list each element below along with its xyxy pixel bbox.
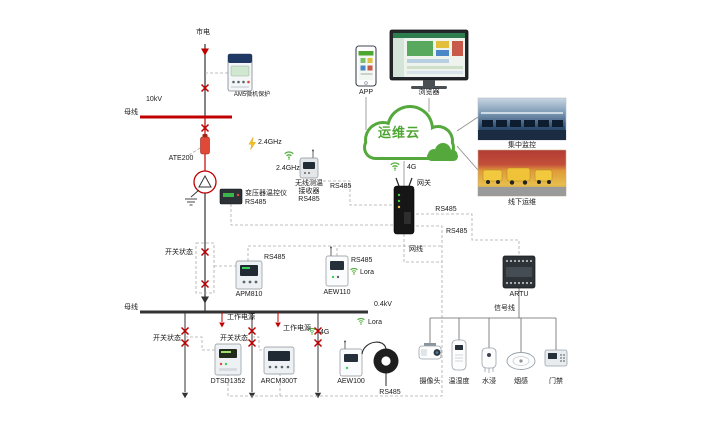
aew110-label: AEW110 — [323, 289, 351, 296]
smoke-label: 烟感 — [514, 378, 528, 385]
small-cloud-icon — [427, 143, 458, 161]
door-label: 门禁 — [549, 378, 563, 385]
water-sensor — [481, 347, 497, 373]
transformer-ctrl-label: 变压器温控仪 — [245, 190, 287, 197]
rs485-a-label: RS485 — [435, 206, 457, 213]
gateway-label: 网关 — [417, 180, 431, 187]
lightning-icon — [248, 137, 256, 150]
dtsd1352-label: DTSD1352 — [210, 378, 246, 385]
rs485-bottom-label: RS485 — [379, 389, 401, 396]
dtsd1352-device — [214, 343, 242, 376]
work-power-2-label: 工作电源 — [283, 325, 311, 332]
arcm300t-label: ARCM300T — [260, 378, 298, 385]
relay-label: AM5微机保护 — [233, 92, 271, 98]
arcm300t-device — [263, 346, 295, 375]
wifi-icon — [356, 317, 366, 325]
aew110-lora-label: Lora — [360, 269, 375, 276]
rs485-b-label: RS485 — [446, 228, 468, 235]
current-transformer — [361, 341, 399, 386]
protection-relay-device — [227, 53, 253, 92]
transformer-ctrl-bus-label: RS485 — [245, 199, 267, 206]
browser-label: 浏览器 — [418, 89, 440, 96]
voltage-top-label: 10kV — [146, 96, 162, 103]
sensor-signal-lines — [429, 288, 557, 353]
ground-symbol — [185, 189, 200, 206]
receiver-label-2: 接收器 — [298, 188, 320, 195]
net-4g-label: 4G — [407, 164, 417, 171]
wifi-icon — [349, 267, 359, 275]
photo-monitor-label: 集中监控 — [508, 142, 536, 149]
photo-central-monitoring — [477, 97, 567, 141]
signal-line-label: 信号线 — [494, 305, 515, 312]
incoming-arrow-icon — [201, 48, 209, 56]
receiver-label-3: RS485 — [298, 196, 320, 203]
photo-ops-label: 线下运维 — [508, 199, 536, 206]
wifi-icon — [284, 151, 294, 160]
mains-label: 市电 — [196, 29, 210, 36]
aew110-device — [325, 246, 349, 287]
freq-label-2: 2.4GHz — [276, 165, 300, 172]
power-line-diagram — [140, 44, 368, 399]
wireless-temp-receiver-device — [299, 149, 319, 179]
busbar-bottom-label: 母线 — [124, 304, 138, 311]
apm810-label: APM810 — [235, 291, 263, 298]
receiver-label-1: 无线测温 — [295, 180, 323, 187]
aew100-label: AEW100 — [337, 378, 365, 385]
busbar-top-label: 母线 — [124, 109, 138, 116]
transformer-symbol — [193, 170, 217, 194]
apm810-bus-label: RS485 — [264, 254, 286, 261]
photo-field-ops — [477, 149, 567, 197]
cable-net-label: 网线 — [409, 246, 423, 253]
artu-label: ARTU — [509, 291, 529, 298]
receiver-bus-label: RS485 — [330, 183, 352, 190]
cloud-connectors — [365, 97, 479, 186]
camera-device — [418, 343, 442, 360]
artu-device — [502, 255, 536, 289]
smoke-detector — [506, 352, 536, 370]
camera-label: 摄像头 — [419, 378, 441, 385]
voltage-bottom-label: 0.4kV — [374, 301, 392, 308]
app-label: APP — [358, 89, 374, 96]
cloud-label: 运维云 — [377, 125, 421, 140]
ate200-label: ATE200 — [168, 155, 194, 162]
freq-label-1: 2.4GHz — [258, 139, 282, 146]
signal-dashed-lines — [185, 72, 520, 397]
aew100-device — [339, 340, 363, 377]
temp-humidity-sensor — [451, 339, 467, 371]
cloud-shape — [363, 105, 458, 161]
switch-status-mid-label: 开关状态 — [165, 249, 193, 256]
ate200-sensor — [200, 134, 210, 155]
work-power-1-label: 工作电源 — [227, 314, 255, 321]
switch-status-b2-label: 开关状态 — [220, 335, 248, 342]
lora-b-label: Lora — [368, 319, 383, 326]
apm810-device — [235, 260, 263, 290]
gateway-device — [393, 177, 415, 235]
aew110-bus-label: RS485 — [351, 257, 373, 264]
phone-device — [355, 45, 377, 87]
temp-humidity-label: 温湿度 — [448, 378, 470, 385]
wifi-icon — [390, 162, 400, 171]
water-label: 水浸 — [482, 378, 496, 385]
net-4g-b-label: 4G — [320, 329, 330, 336]
feeder-arrow-icon — [201, 296, 209, 304]
door-access-device — [544, 349, 568, 367]
switch-status-b1-label: 开关状态 — [153, 335, 181, 342]
transformer-temp-controller-device — [219, 188, 243, 205]
monitor-device — [389, 29, 469, 89]
